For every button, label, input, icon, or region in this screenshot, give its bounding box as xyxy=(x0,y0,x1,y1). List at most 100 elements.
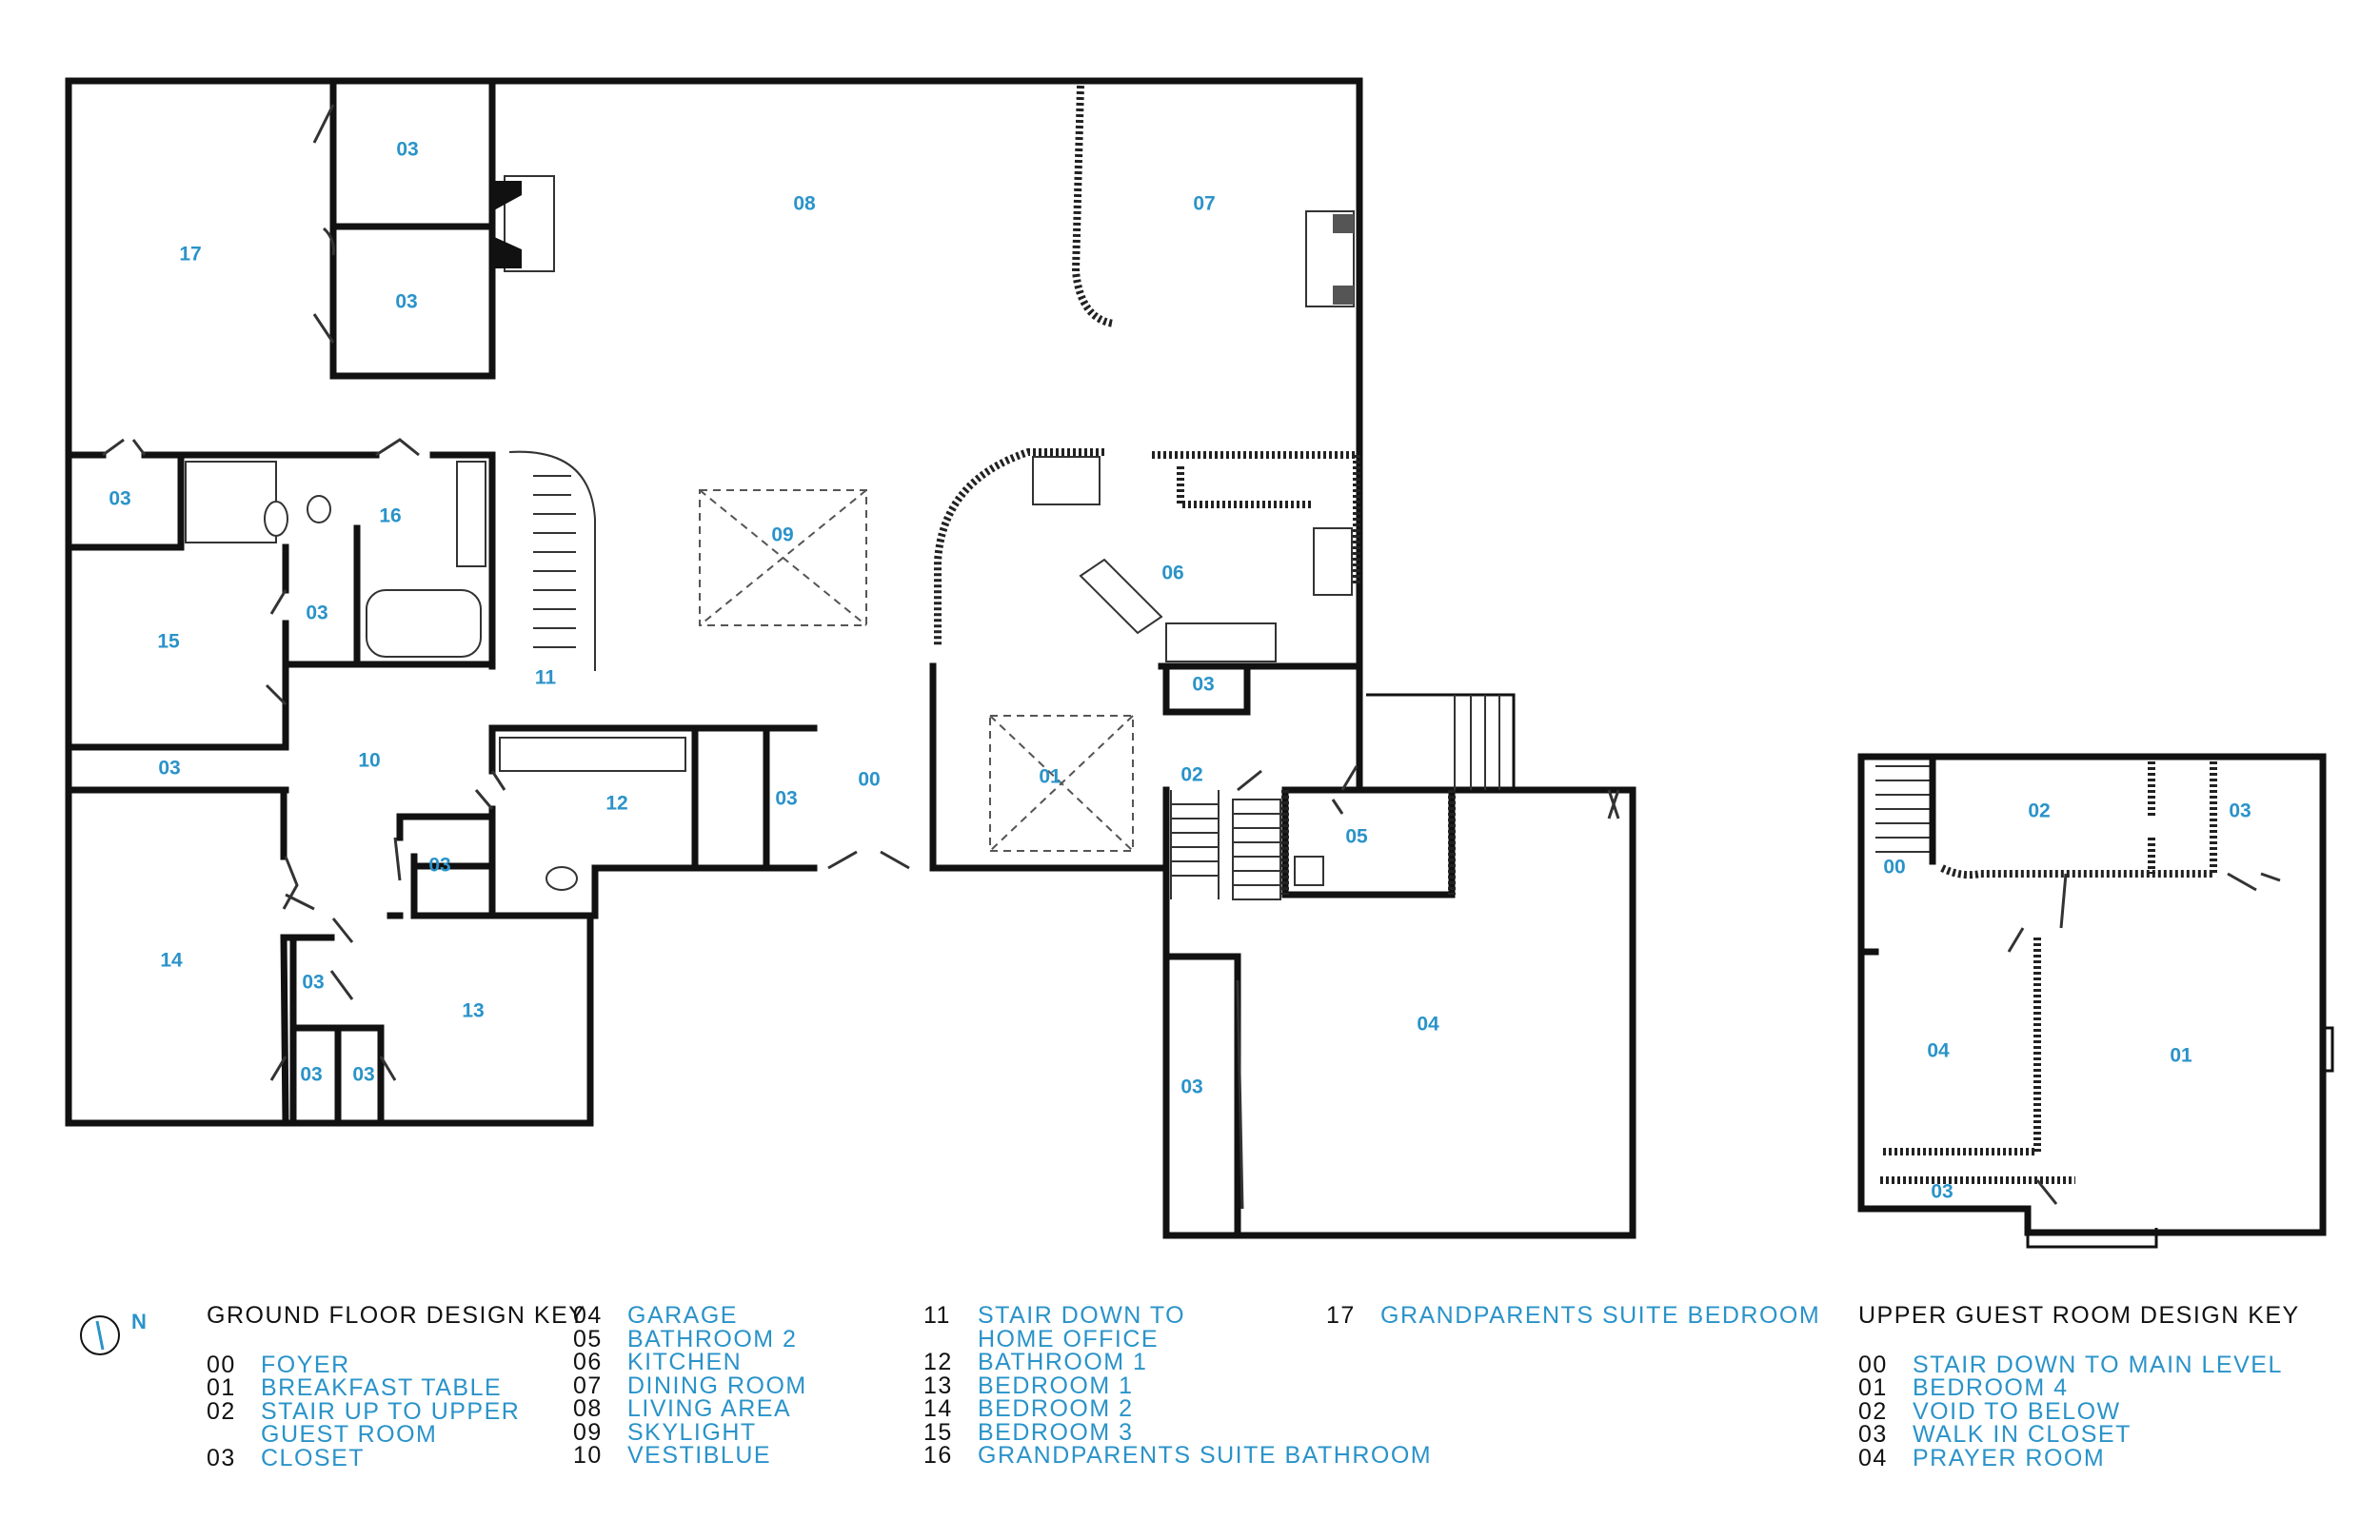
key-num xyxy=(923,1328,978,1352)
upper-key: UPPER GUEST ROOM DESIGN KEY 00 STAIR DOWN… xyxy=(1858,1304,2300,1470)
key-row: 15 BEDROOM 3 xyxy=(923,1418,1432,1446)
key-num: 16 xyxy=(923,1442,953,1469)
key-num: 13 xyxy=(923,1372,953,1399)
key-text: GRANDPARENTS SUITE BEDROOM xyxy=(1380,1302,1821,1329)
key-num: 01 xyxy=(207,1374,236,1401)
key-row: 05 BATHROOM 2 xyxy=(573,1325,807,1352)
key-num: 04 xyxy=(1858,1444,1888,1471)
key-text: DINING ROOM xyxy=(627,1372,807,1399)
key-row: GUEST ROOM xyxy=(207,1423,585,1447)
room-01-label: 01 xyxy=(1039,766,1061,788)
key-text: BATHROOM 1 xyxy=(978,1349,1148,1375)
ground-floor-walls xyxy=(65,77,1636,1239)
room-05-label: 05 xyxy=(1345,826,1368,848)
room-17-label: 17 xyxy=(179,244,201,266)
room-03-label: 03 xyxy=(775,788,797,810)
fireplace-icon xyxy=(492,175,1355,307)
key-row: 08 LIVING AREA xyxy=(573,1397,807,1421)
key-row: 16 GRANDPARENTS SUITE BATHROOM xyxy=(923,1444,1432,1468)
key-text: STAIR DOWN TO MAIN LEVEL xyxy=(1913,1351,2283,1378)
upper-key-title: UPPER GUEST ROOM DESIGN KEY xyxy=(1858,1302,2300,1329)
key-row: 01 BEDROOM 4 xyxy=(1858,1376,2300,1400)
room-07-label: 07 xyxy=(1193,193,1215,215)
key-num: 02 xyxy=(207,1397,236,1425)
key-text: BREAKFAST TABLE xyxy=(261,1374,503,1401)
room-14-label: 14 xyxy=(160,950,183,972)
room-03-label: 03 xyxy=(1180,1076,1202,1098)
room-10-label: 10 xyxy=(358,750,380,772)
upper-room-01-label: 01 xyxy=(2170,1045,2192,1067)
key-num: 09 xyxy=(573,1418,603,1446)
room-12-label: 12 xyxy=(605,793,627,815)
room-15-label: 15 xyxy=(157,631,180,653)
ground-key-col4: 17 GRANDPARENTS SUITE BEDROOM xyxy=(1326,1304,1820,1328)
key-text: FOYER xyxy=(261,1351,350,1378)
key-num: 01 xyxy=(1858,1374,1888,1401)
room-03-label: 03 xyxy=(1192,674,1214,696)
key-num: 05 xyxy=(573,1325,603,1352)
key-text: GRANDPARENTS SUITE BATHROOM xyxy=(978,1442,1433,1469)
key-num: 03 xyxy=(207,1444,236,1471)
key-text: GARAGE xyxy=(627,1302,738,1329)
key-num: 03 xyxy=(1858,1421,1888,1448)
key-text: VOID TO BELOW xyxy=(1913,1397,2121,1425)
key-num: 17 xyxy=(1326,1302,1356,1329)
ground-key-title: GROUND FLOOR DESIGN KEY xyxy=(207,1302,586,1329)
curved-walls xyxy=(934,85,2217,1184)
key-text: WALK IN CLOSET xyxy=(1913,1421,2132,1448)
room-03-label: 03 xyxy=(158,758,180,780)
key-row: 03 WALK IN CLOSET xyxy=(1858,1423,2300,1447)
room-03-label: 03 xyxy=(428,855,450,877)
room-11-label: 11 xyxy=(535,667,557,689)
room-03-label: 03 xyxy=(306,602,327,624)
key-row: 17 GRANDPARENTS SUITE BEDROOM xyxy=(1326,1304,1820,1328)
room-03-label: 03 xyxy=(395,291,417,313)
key-text: BEDROOM 2 xyxy=(978,1395,1134,1422)
key-text: HOME OFFICE xyxy=(978,1325,1160,1352)
room-03-label: 03 xyxy=(300,1064,322,1086)
upper-room-03-label: 03 xyxy=(2229,800,2251,822)
bath-fixtures xyxy=(185,456,1353,891)
key-text: BEDROOM 4 xyxy=(1913,1374,2069,1401)
room-06-label: 06 xyxy=(1161,563,1183,584)
room-03-label: 03 xyxy=(302,972,324,994)
room-04-label: 04 xyxy=(1417,1014,1439,1036)
ground-room-labels: 17 03 03 08 07 03 16 09 06 15 03 11 03 1… xyxy=(109,139,1439,1098)
key-num: 04 xyxy=(573,1302,603,1329)
key-num: 15 xyxy=(923,1418,953,1446)
room-02-label: 02 xyxy=(1180,764,1202,786)
key-num: 08 xyxy=(573,1395,603,1422)
key-text: BATHROOM 2 xyxy=(627,1325,798,1352)
stair-icon xyxy=(508,450,1934,900)
key-num: 00 xyxy=(1858,1351,1888,1378)
key-num: 11 xyxy=(923,1302,951,1329)
key-num: 10 xyxy=(573,1442,603,1469)
key-num: 14 xyxy=(923,1395,953,1422)
upper-room-00-label: 00 xyxy=(1883,857,1905,879)
floor-plan: 17 03 03 08 07 03 16 09 06 15 03 11 03 1… xyxy=(65,77,2334,1249)
key-text: LIVING AREA xyxy=(627,1395,792,1422)
compass-north-label: N xyxy=(131,1312,147,1333)
key-num xyxy=(207,1423,261,1447)
room-13-label: 13 xyxy=(462,1000,484,1022)
room-09-label: 09 xyxy=(771,524,793,546)
key-text: CLOSET xyxy=(261,1444,366,1471)
key-row: 14 BEDROOM 2 xyxy=(923,1397,1432,1421)
upper-room-02-label: 02 xyxy=(2028,800,2050,822)
key-num: 06 xyxy=(573,1349,603,1375)
key-text: BEDROOM 3 xyxy=(978,1418,1134,1446)
room-03-label: 03 xyxy=(396,139,418,161)
key-row: 00 STAIR DOWN TO MAIN LEVEL xyxy=(1858,1351,2300,1378)
